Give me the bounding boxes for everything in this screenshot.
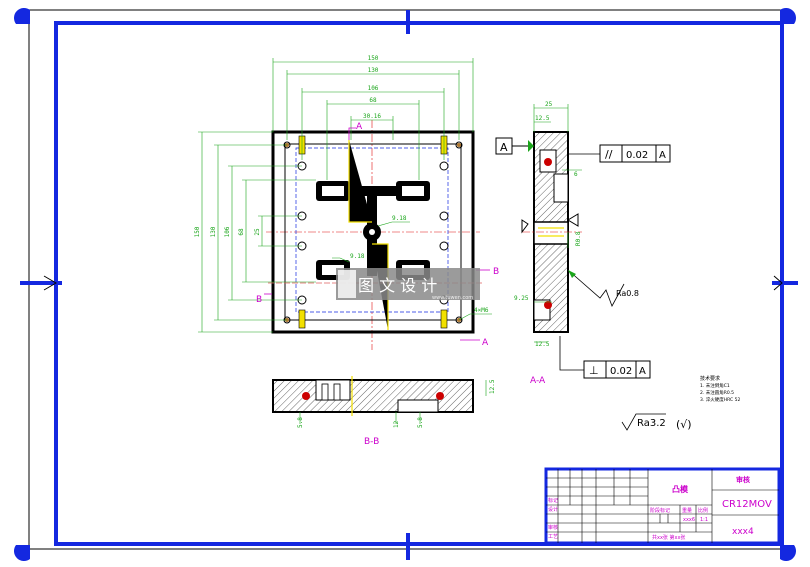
weight-label: 重量 bbox=[682, 507, 692, 514]
section-label-a-bottom: A bbox=[482, 338, 489, 348]
side-dim-4: 6 bbox=[574, 171, 578, 178]
scale: 1:1 bbox=[700, 517, 708, 523]
parallel-value: 0.02 bbox=[626, 150, 648, 161]
title-block: 凸模 审核 CR12MOV xxx4 阶段标记 重量 比例 xxx6 1:1 共… bbox=[544, 467, 781, 545]
notes-line-0: 1. 未注倒角C1 bbox=[700, 382, 730, 389]
dim-h-3: 68 bbox=[369, 97, 377, 104]
tb-row-1: 设计 bbox=[548, 506, 558, 513]
dim-small-1: 9.18 bbox=[350, 253, 365, 260]
dim-v-3: 68 bbox=[238, 228, 245, 236]
watermark-sub: www.tuwen.com bbox=[432, 295, 473, 301]
bottom-dim-1: 12 bbox=[393, 420, 400, 428]
drawing-frame bbox=[13, 7, 798, 562]
side-dim-1: 12.5 bbox=[535, 115, 550, 122]
roughness-side: Ra0.8 bbox=[616, 289, 639, 298]
notes-title: 技术要求 bbox=[700, 375, 720, 382]
dim-small-2: 4×M6 bbox=[474, 307, 489, 314]
top-view: 150 130 106 68 30.16 150 130 106 68 25 9… bbox=[194, 55, 499, 350]
perpendicular-datum: A bbox=[639, 366, 646, 377]
side-dim-3: 12.5 bbox=[535, 341, 550, 348]
dim-v-1: 130 bbox=[210, 226, 217, 237]
unit-name: 审核 bbox=[736, 475, 750, 484]
watermark-text: 图 文 设 计 bbox=[358, 276, 437, 295]
scale-label: 比例 bbox=[698, 507, 708, 514]
dim-h-2: 106 bbox=[368, 85, 379, 92]
technical-notes: 技术要求 1. 未注倒角C1 2. 未注圆角R0.5 3. 淬火硬度HRC 52 bbox=[700, 375, 740, 403]
part-name: 凸模 bbox=[672, 484, 689, 494]
notes-line-2: 3. 淬火硬度HRC 52 bbox=[700, 396, 740, 403]
roughness-general-value: Ra3.2 bbox=[637, 418, 666, 429]
material: CR12MOV bbox=[722, 499, 772, 510]
section-label-b-left: B bbox=[256, 295, 262, 305]
perpendicular-value: 0.02 bbox=[610, 366, 632, 377]
tb-row-0: 标记 bbox=[548, 497, 558, 504]
qty: xxx6 bbox=[683, 517, 695, 523]
dim-v-4: 25 bbox=[254, 228, 261, 236]
sheet: 共xx张 第xx张 bbox=[652, 534, 685, 541]
parallel-symbol: // bbox=[605, 148, 613, 161]
side-dim-2: 9.25 bbox=[514, 295, 529, 302]
dim-h-4: 30.16 bbox=[363, 113, 381, 120]
tb-row-3: 工艺 bbox=[548, 534, 558, 540]
dim-v-2: 106 bbox=[224, 226, 231, 237]
side-fillet: R0.8 bbox=[575, 231, 582, 246]
dim-v-0: 150 bbox=[194, 226, 201, 237]
parallel-datum: A bbox=[659, 150, 666, 161]
stage-label: 阶段标记 bbox=[650, 507, 670, 514]
drawing-number: xxx4 bbox=[732, 527, 754, 537]
section-label-a-top: A bbox=[356, 122, 363, 132]
tb-row-2: 审核 bbox=[548, 524, 558, 531]
dim-h-0: 150 bbox=[368, 55, 379, 62]
side-view-a-a: 25 12.5 9.25 12.5 6 R0.8 A // 0.02 A ⊥ 0… bbox=[495, 101, 671, 386]
bottom-dim-0: 5.8 bbox=[297, 417, 304, 428]
dim-small-0: 9.18 bbox=[392, 215, 407, 222]
bottom-dim-3: 12.5 bbox=[489, 379, 496, 394]
roughness-general-mark: (√) bbox=[676, 418, 692, 431]
general-roughness: Ra3.2 (√) bbox=[621, 413, 692, 431]
dim-h-1: 130 bbox=[368, 67, 379, 74]
watermark: 图 文 设 计 www.tuwen.com bbox=[336, 268, 480, 301]
datum-label: A bbox=[500, 141, 508, 154]
section-label-b-right: B bbox=[493, 267, 499, 277]
bottom-view-b-b: 5.8 12 5.8 12.5 B-B bbox=[272, 376, 496, 447]
notes-line-1: 2. 未注圆角R0.5 bbox=[700, 389, 734, 396]
perpendicular-symbol: ⊥ bbox=[589, 364, 599, 377]
bottom-dim-2: 5.8 bbox=[417, 417, 424, 428]
section-title-b-b: B-B bbox=[364, 437, 379, 447]
side-dim-0: 25 bbox=[545, 101, 553, 108]
section-title-a-a: A-A bbox=[530, 376, 546, 386]
